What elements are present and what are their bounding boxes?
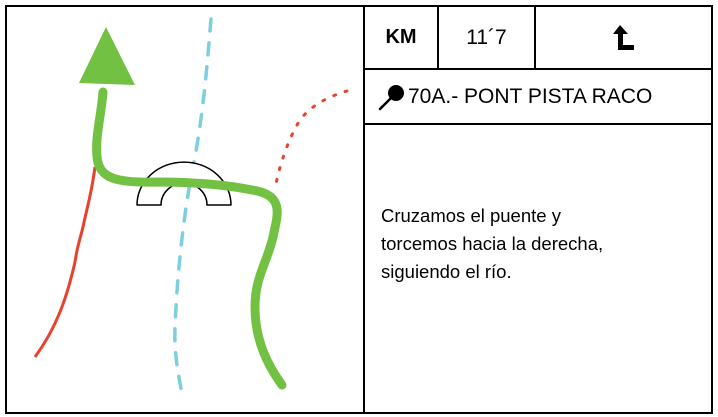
turn-up-left-arrow-icon: [612, 24, 634, 50]
waypoint-title-row: 70A.- PONT PISTA RACO: [365, 70, 711, 125]
route-arrow-icon: [79, 27, 135, 85]
info-panel: KM 11´7 70A.- PONT PISTA RACO Cruzamos e…: [363, 5, 713, 414]
description-line: torcemos hacia la derecha,: [381, 233, 604, 254]
map-panel: [5, 5, 365, 414]
pin-icon: [378, 84, 404, 110]
km-label: KM: [365, 7, 439, 68]
description-line: Cruzamos el puente y: [381, 205, 561, 226]
description: Cruzamos el puente y torcemos hacia la d…: [381, 202, 701, 286]
description-line: siguiendo el río.: [381, 261, 512, 282]
route-map: [33, 17, 349, 401]
direction-cell: [536, 7, 711, 68]
waypoint-title: 70A.- PONT PISTA RACO: [408, 84, 653, 108]
route-green-line: [92, 87, 287, 390]
dotted-path-red: [273, 89, 349, 191]
distance-value: 11´7: [439, 7, 536, 68]
river-dashed-line: [173, 17, 213, 401]
side-trail-red-line: [33, 166, 97, 358]
header-row: KM 11´7: [365, 7, 711, 70]
